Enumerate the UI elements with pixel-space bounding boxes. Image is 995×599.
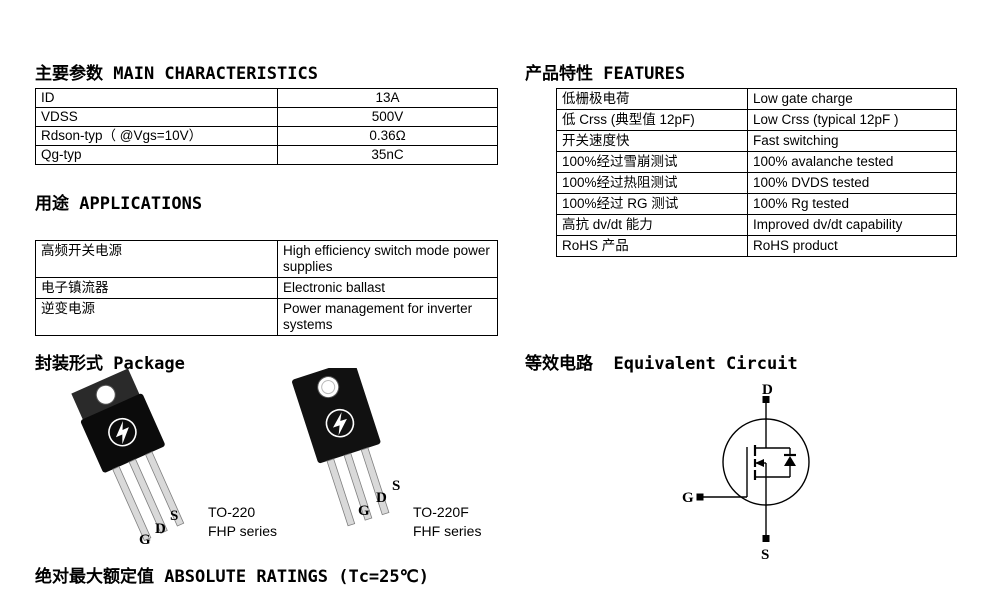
to220-leg-d bbox=[128, 458, 168, 534]
value-cell: 35nC bbox=[277, 145, 498, 165]
feature-cn-cell: 高抗 dv/dt 能力 bbox=[556, 214, 748, 236]
param-cell: Qg-typ bbox=[35, 145, 278, 165]
package-drawings: G D S G D S bbox=[71, 368, 400, 548]
application-cn-cell: 高频开关电源 bbox=[35, 240, 278, 278]
to220f-body bbox=[292, 368, 381, 464]
equivalent-circuit-title: 等效电路 Equivalent Circuit bbox=[525, 354, 798, 374]
main-characteristics-title: 主要参数 MAIN CHARACTERISTICS bbox=[35, 64, 318, 84]
terminal-dot-d bbox=[762, 396, 770, 403]
to220-leg-g bbox=[112, 466, 152, 542]
applications-table: 高频开关电源 High efficiency switch mode power… bbox=[35, 240, 498, 336]
features-table: 低栅极电荷 Low gate charge 低 Crss (典型值 12pF) … bbox=[556, 88, 957, 257]
pin-label-g: G bbox=[358, 503, 370, 519]
equivalent-circuit-diagram: D G S bbox=[682, 383, 810, 563]
table-row: 100%经过热阻测试 100% DVDS tested bbox=[556, 172, 957, 194]
application-cn-cell: 电子镇流器 bbox=[35, 277, 278, 299]
feature-cn-cell: RoHS 产品 bbox=[556, 235, 748, 257]
table-row: 高抗 dv/dt 能力 Improved dv/dt capability bbox=[556, 214, 957, 236]
table-row: 电子镇流器 Electronic ballast bbox=[35, 277, 498, 299]
value-cell: 500V bbox=[277, 107, 498, 127]
package-name: TO-220 bbox=[208, 504, 256, 520]
main-characteristics-table: ID 13A VDSS 500V Rdson-typ（ @Vgs=10V） 0.… bbox=[35, 88, 498, 165]
feature-en-cell: Low gate charge bbox=[747, 88, 957, 110]
terminal-label-s: S bbox=[761, 547, 769, 563]
table-row: Qg-typ 35nC bbox=[35, 145, 498, 165]
pin-label-d: D bbox=[376, 490, 387, 506]
to220f-leg-d bbox=[343, 452, 373, 521]
terminal-dot-s bbox=[762, 535, 770, 542]
param-cell: ID bbox=[35, 88, 278, 108]
value-cell: 0.36Ω bbox=[277, 126, 498, 146]
to220f-mounting-hole bbox=[317, 376, 340, 399]
application-cn-cell: 逆变电源 bbox=[35, 298, 278, 336]
feature-en-cell: RoHS product bbox=[747, 235, 957, 257]
feature-cn-cell: 100%经过雪崩测试 bbox=[556, 151, 748, 173]
feature-en-cell: Low Crss (typical 12pF ) bbox=[747, 109, 957, 131]
to220f-package-drawing bbox=[292, 368, 390, 527]
table-row: RoHS 产品 RoHS product bbox=[556, 235, 957, 257]
application-en-cell: Electronic ballast bbox=[277, 277, 498, 299]
to220f-leg-s bbox=[360, 447, 390, 516]
brand-bolt-icon bbox=[115, 421, 129, 445]
to220f-leg-g bbox=[326, 458, 356, 527]
to220-leg-s bbox=[145, 451, 185, 527]
body-arrow-icon bbox=[755, 459, 764, 467]
package-caption: TO-220F FHF series bbox=[413, 503, 481, 541]
pin-label-g: G bbox=[139, 532, 151, 548]
package-series: FHF series bbox=[413, 523, 482, 539]
brand-logo-icon bbox=[108, 417, 137, 447]
brand-logo-icon bbox=[325, 408, 355, 438]
package-caption: TO-220 FHP series bbox=[208, 503, 277, 541]
table-row: ID 13A bbox=[35, 88, 498, 108]
table-row: 开关速度快 Fast switching bbox=[556, 130, 957, 152]
table-row: 100%经过 RG 测试 100% Rg tested bbox=[556, 193, 957, 215]
feature-en-cell: Fast switching bbox=[747, 130, 957, 152]
feature-cn-cell: 低 Crss (典型值 12pF) bbox=[556, 109, 748, 131]
feature-en-cell: Improved dv/dt capability bbox=[747, 214, 957, 236]
package-title: 封装形式 Package bbox=[35, 354, 185, 374]
feature-en-cell: 100% DVDS tested bbox=[747, 172, 957, 194]
body-diode-icon bbox=[784, 456, 796, 466]
application-en-cell: Power management for inverter systems bbox=[277, 298, 498, 336]
to220-mounting-hole bbox=[95, 384, 116, 405]
pin-label-d: D bbox=[155, 521, 166, 537]
feature-cn-cell: 低栅极电荷 bbox=[556, 88, 748, 110]
package-name: TO-220F bbox=[413, 504, 469, 520]
table-row: 低栅极电荷 Low gate charge bbox=[556, 88, 957, 110]
param-cell: VDSS bbox=[35, 107, 278, 127]
feature-cn-cell: 开关速度快 bbox=[556, 130, 748, 152]
to220-package-drawing bbox=[71, 368, 185, 542]
table-row: 高频开关电源 High efficiency switch mode power… bbox=[35, 240, 498, 278]
feature-en-cell: 100% avalanche tested bbox=[747, 151, 957, 173]
pin-label-s: S bbox=[170, 508, 178, 524]
feature-en-cell: 100% Rg tested bbox=[747, 193, 957, 215]
pin-label-s: S bbox=[392, 478, 400, 494]
table-row: 100%经过雪崩测试 100% avalanche tested bbox=[556, 151, 957, 173]
table-row: Rdson-typ（ @Vgs=10V） 0.36Ω bbox=[35, 126, 498, 146]
feature-cn-cell: 100%经过 RG 测试 bbox=[556, 193, 748, 215]
value-cell: 13A bbox=[277, 88, 498, 108]
to220f-hole-ring bbox=[321, 380, 336, 395]
package-series: FHP series bbox=[208, 523, 277, 539]
absolute-ratings-title: 绝对最大额定值 ABSOLUTE RATINGS (Tc=25℃) bbox=[35, 567, 429, 587]
terminal-label-d: D bbox=[762, 383, 773, 398]
feature-cn-cell: 100%经过热阻测试 bbox=[556, 172, 748, 194]
table-row: VDSS 500V bbox=[35, 107, 498, 127]
terminal-label-g: G bbox=[682, 490, 694, 506]
table-row: 低 Crss (典型值 12pF) Low Crss (typical 12pF… bbox=[556, 109, 957, 131]
application-en-cell: High efficiency switch mode power suppli… bbox=[277, 240, 498, 278]
brand-bolt-icon bbox=[332, 412, 347, 436]
applications-title: 用途 APPLICATIONS bbox=[35, 194, 203, 214]
features-title: 产品特性 FEATURES bbox=[525, 64, 686, 84]
terminal-dot-g bbox=[696, 493, 704, 501]
table-row: 逆变电源 Power management for inverter syste… bbox=[35, 298, 498, 336]
param-cell: Rdson-typ（ @Vgs=10V） bbox=[35, 126, 278, 146]
